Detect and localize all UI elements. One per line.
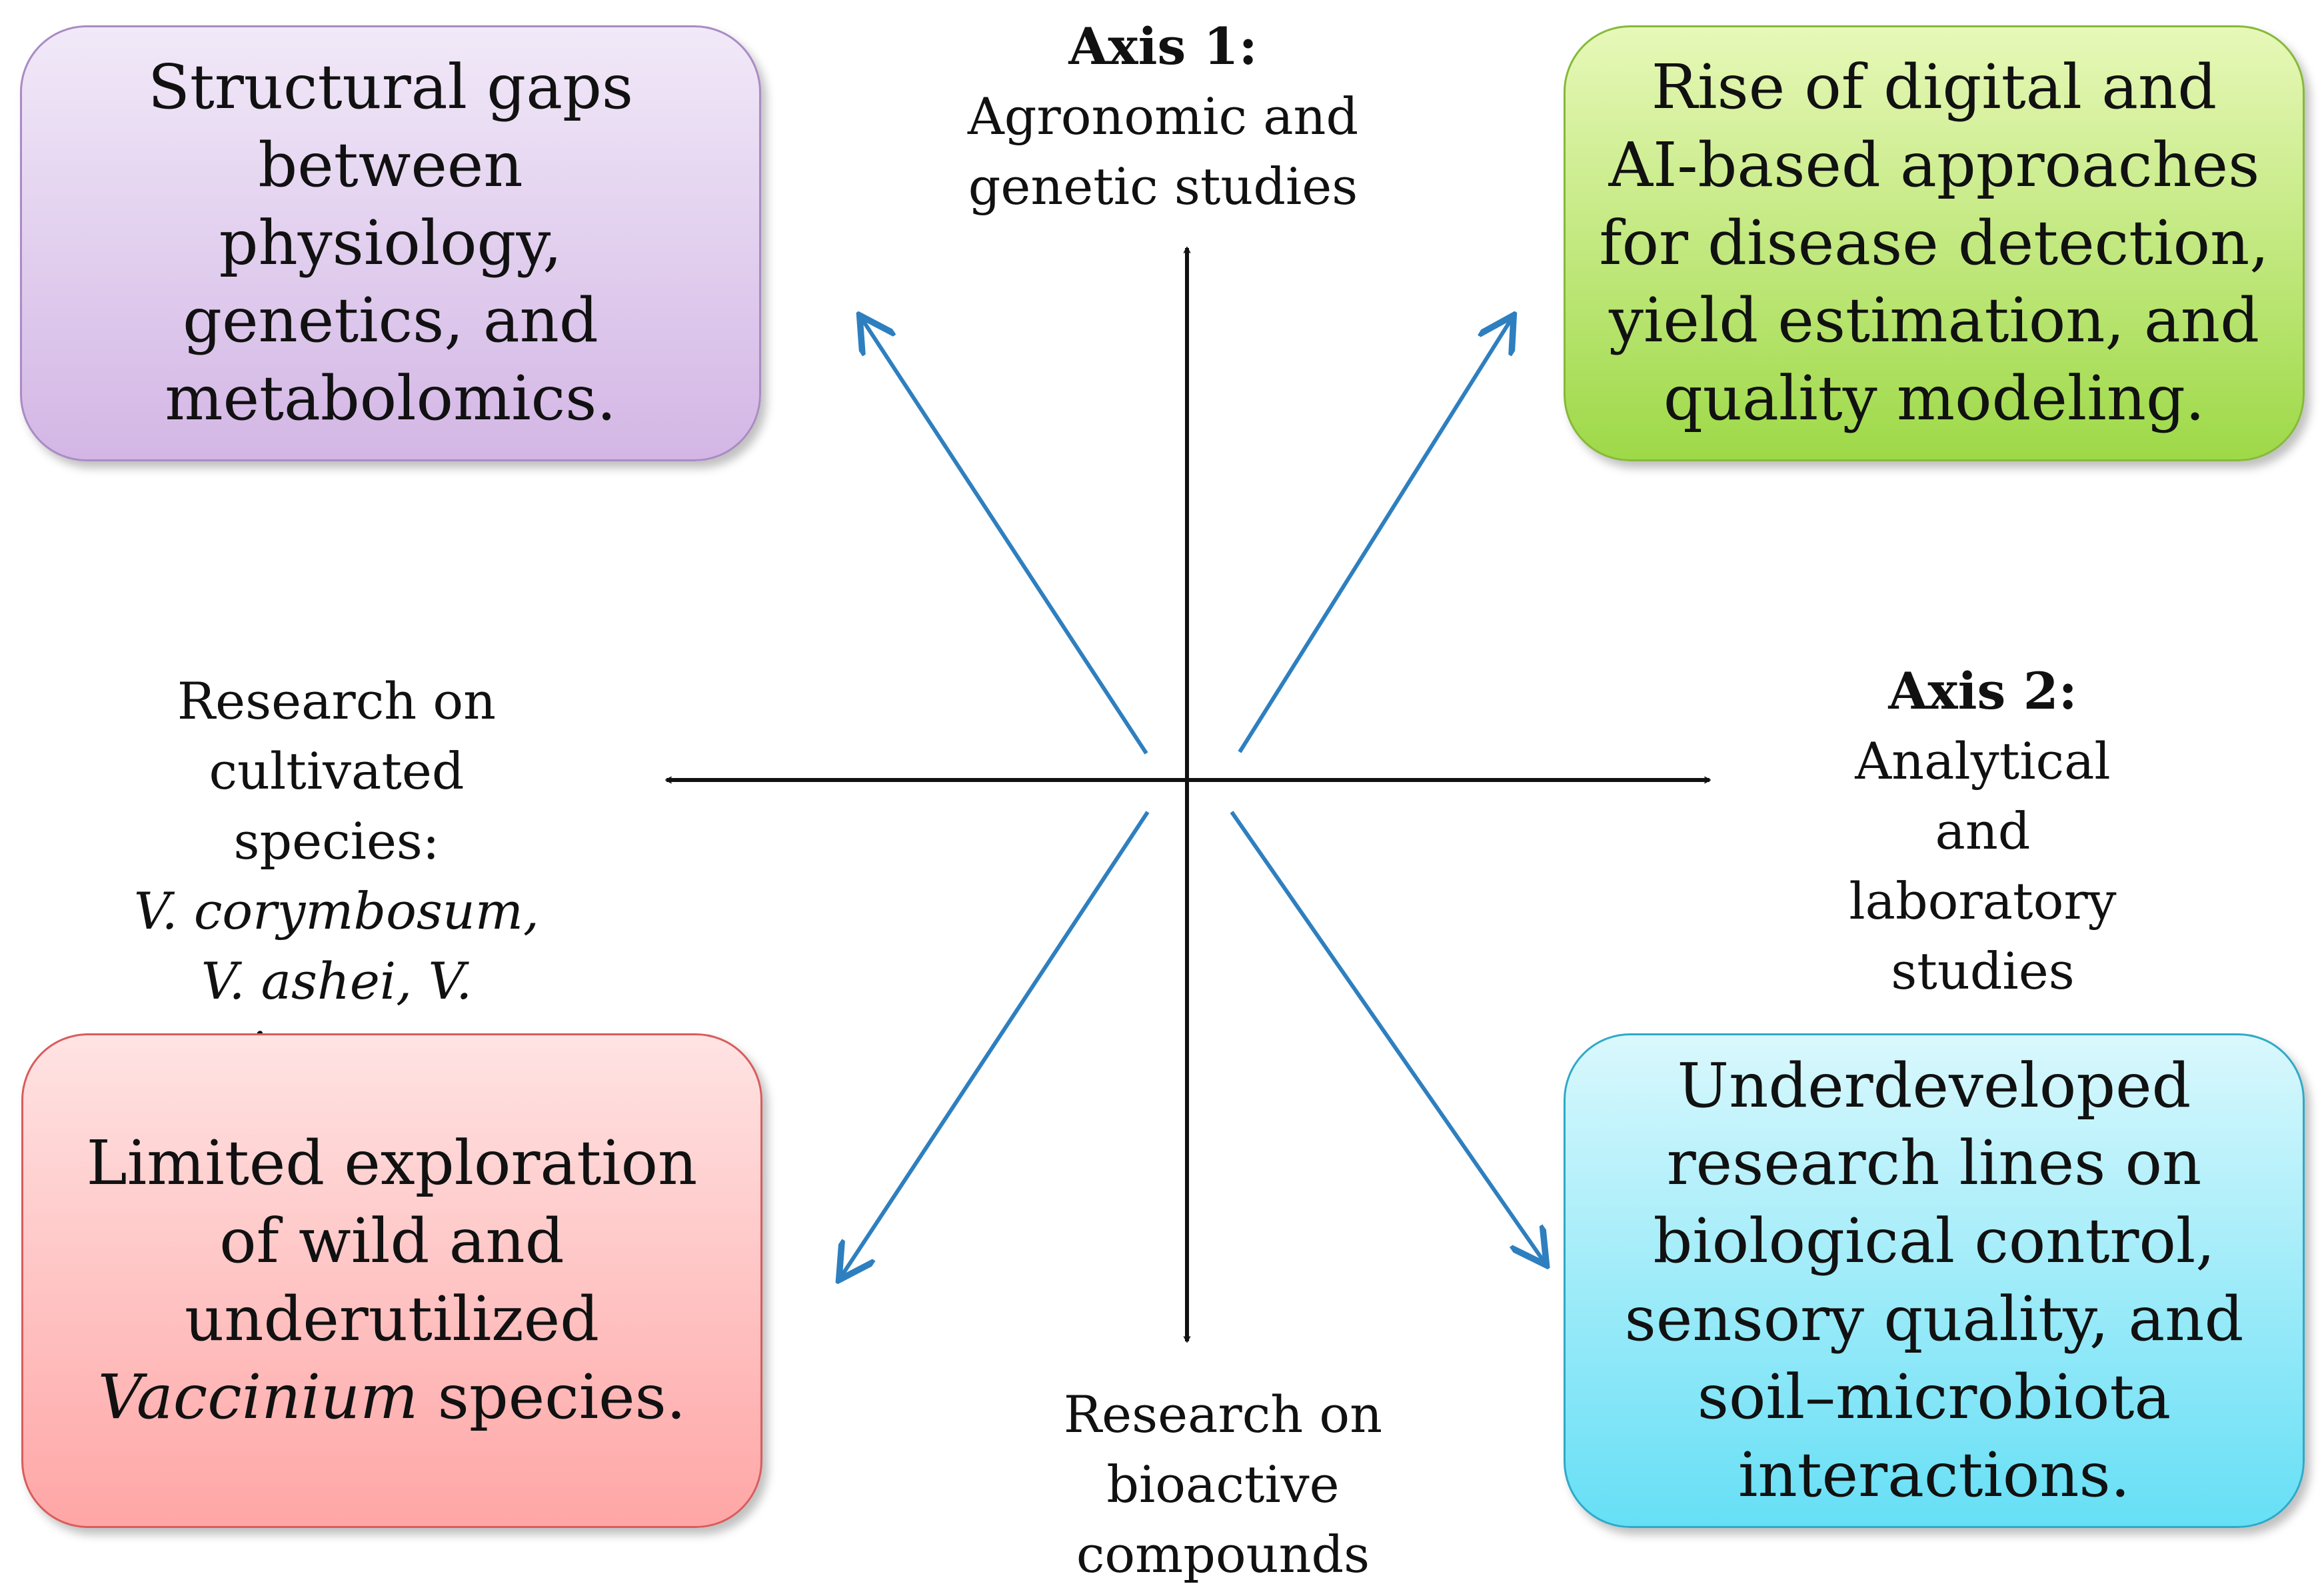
box-limited-exploration-text: Limited exploration of wild and underuti… [57,1125,727,1436]
box-limited-exploration-pre: Limited exploration of wild and underuti… [86,1127,698,1355]
bottom-axis-text: Research on bioactive compounds [1063,1385,1383,1584]
axis-1-title: Axis 1: [1068,17,1258,76]
left-axis-label: Research on cultivated species: V. corym… [53,667,620,1086]
axes-diagram [0,0,2324,1548]
axis-2-text: Analytical and laboratory studies [1849,731,2117,1001]
arrow-to-top-right [1238,319,1512,753]
box-digital-ai: Rise of digital and AI-based approaches … [1564,25,2305,461]
box-digital-ai-text: Rise of digital and AI-based approaches … [1599,51,2269,435]
axis-1-label: Axis 1: Agronomic and genetic studies [826,12,1500,222]
box-underdeveloped: Underdeveloped research lines on biologi… [1564,1033,2305,1528]
box-structural-gaps: Structural gaps between physiology, gene… [20,25,761,461]
axis-2-title: Axis 2: [1888,661,2077,721]
arrow-to-top-left [862,319,1148,755]
axis-1-text: Agronomic and genetic studies [967,86,1359,216]
box-limited-exploration: Limited exploration of wild and underuti… [21,1033,762,1528]
box-underdeveloped-text: Underdeveloped research lines on biologi… [1624,1049,2244,1511]
arrow-to-bottom-left [841,811,1150,1277]
box-limited-exploration-post: species. [437,1361,686,1433]
axis-2-label: Axis 2: Analytical and laboratory studie… [1753,657,2213,1006]
left-axis-text: Research on cultivated species: [177,671,497,871]
box-limited-exploration-genus: Vaccinium [97,1361,419,1433]
arrow-to-bottom-right [1230,811,1544,1262]
box-structural-gaps-text: Structural gaps between physiology, gene… [147,51,634,435]
bottom-axis-label: Research on bioactive compounds [926,1380,1520,1590]
